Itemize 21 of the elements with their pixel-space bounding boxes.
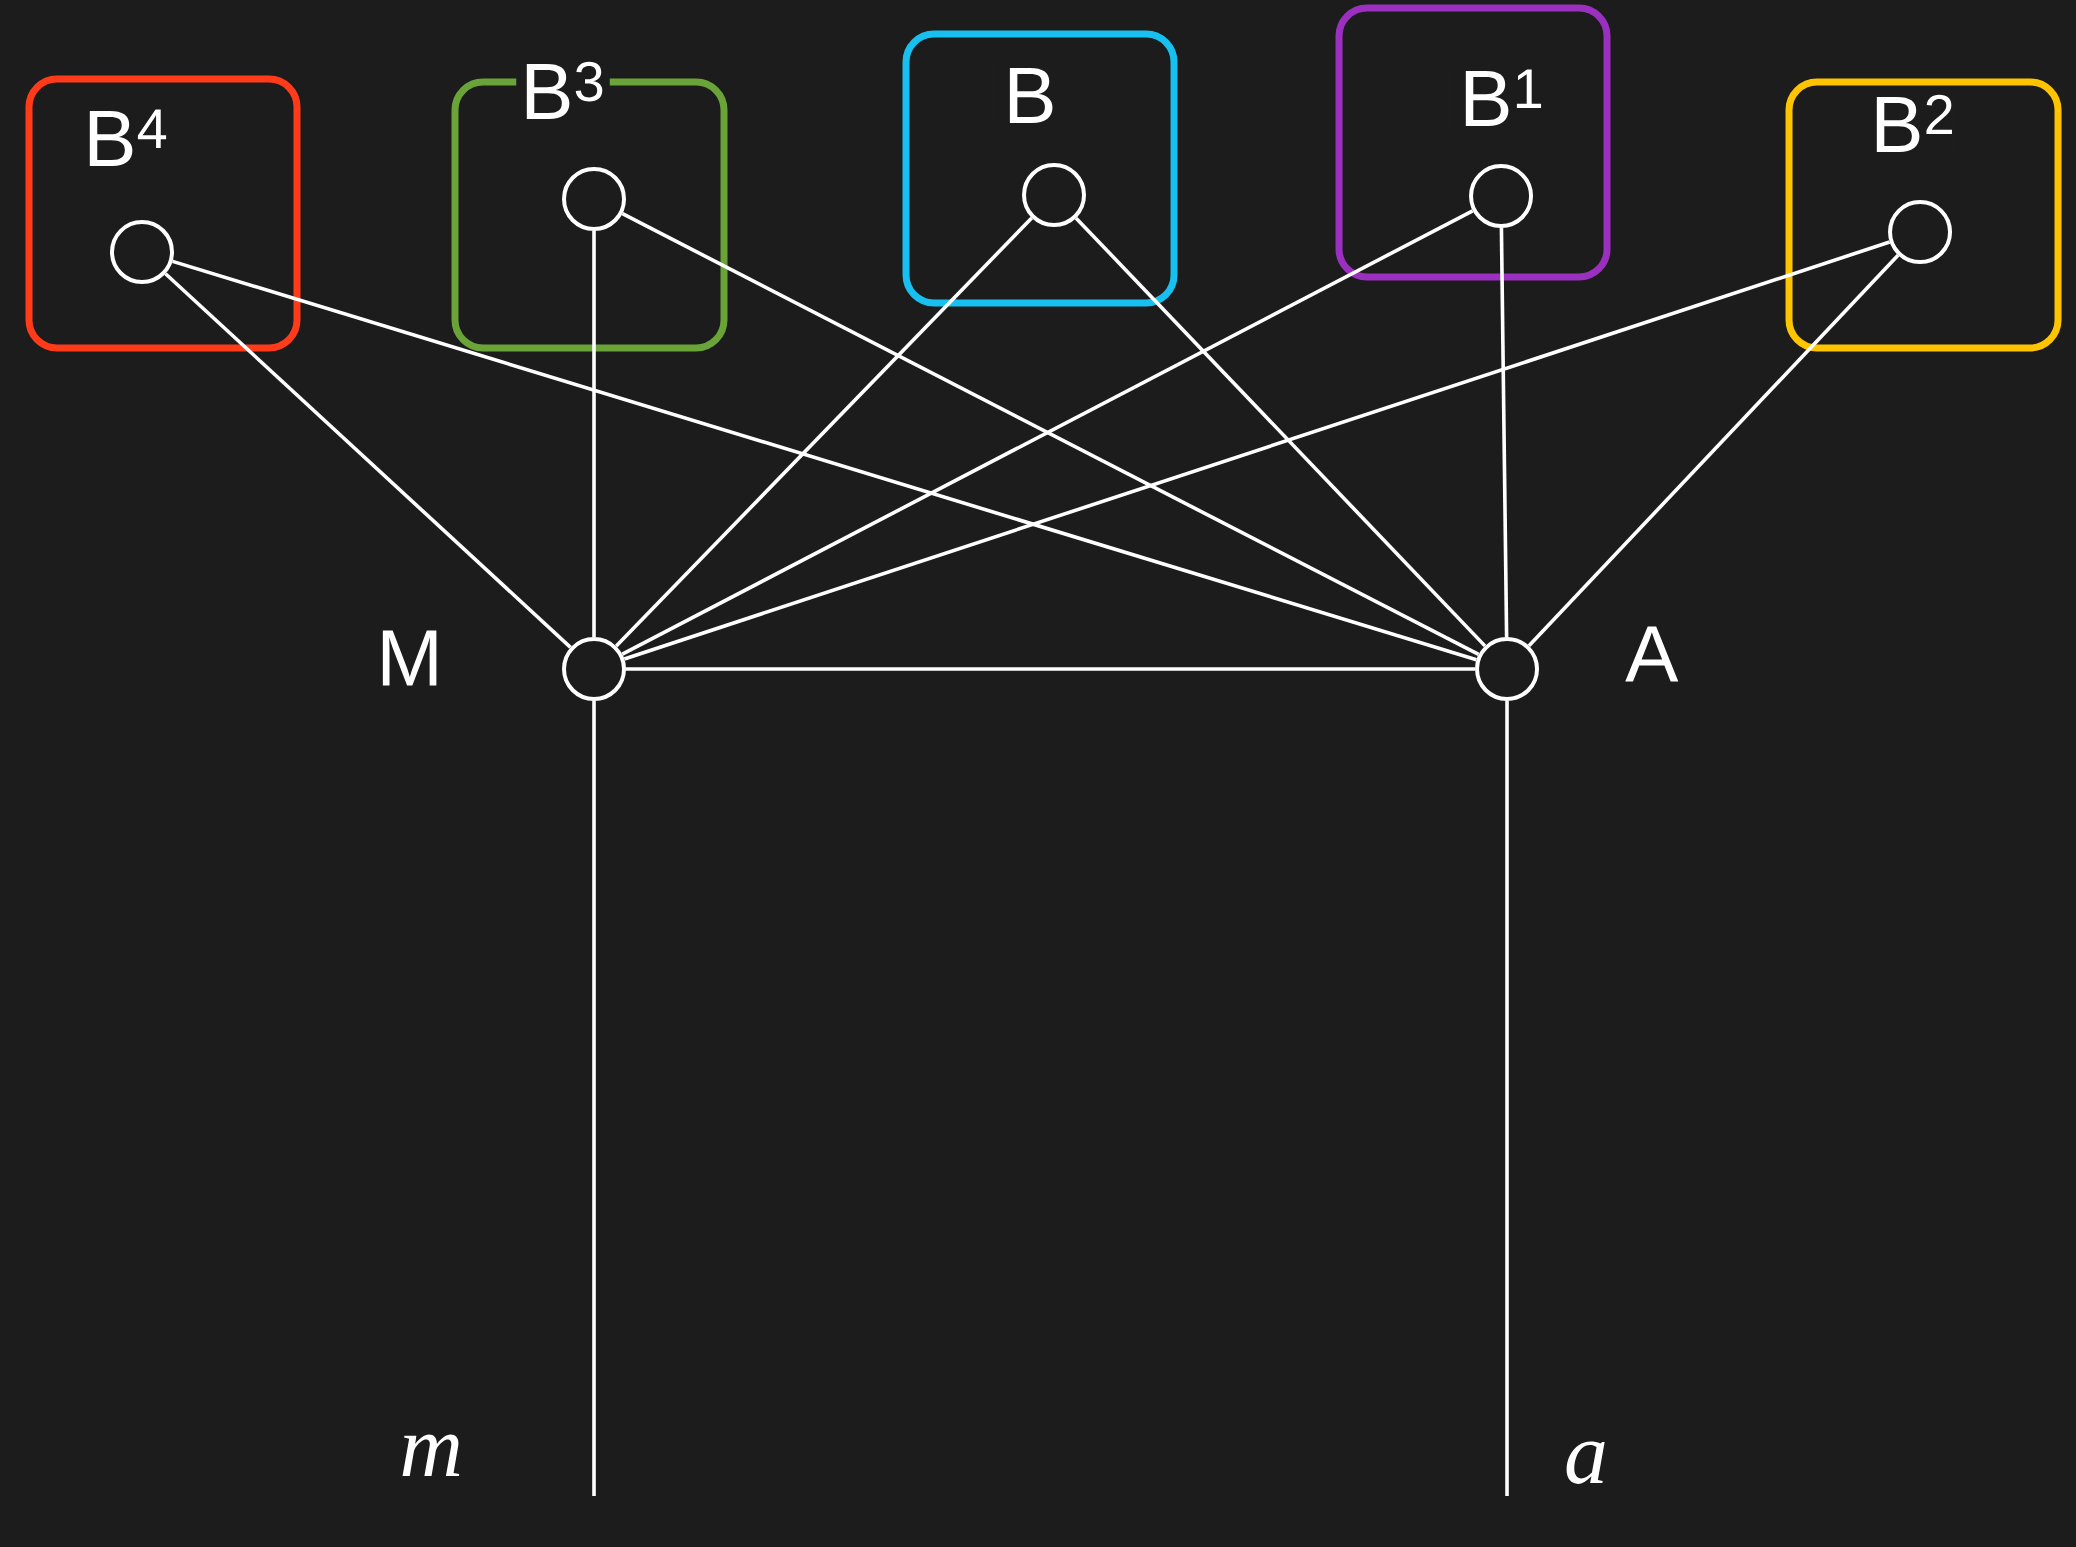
circle-node [562,167,626,231]
line [1499,227,1509,638]
line-label: m [402,1434,460,1476]
line [615,216,1034,648]
circle-node [1022,163,1086,227]
node-label: A [1625,626,1679,682]
line [592,701,596,1496]
line [1505,701,1509,1496]
node-label: M [382,630,437,686]
circle-node [1888,200,1953,264]
circle-node [1469,164,1533,228]
labeled-box: B [902,30,1178,307]
line [172,259,1477,662]
line [626,667,1475,671]
circle-node [110,220,174,284]
line-label: a [1566,1441,1605,1484]
line [592,231,596,637]
line [623,240,1891,661]
line [1074,216,1487,648]
line [1527,254,1900,647]
line [164,272,572,649]
